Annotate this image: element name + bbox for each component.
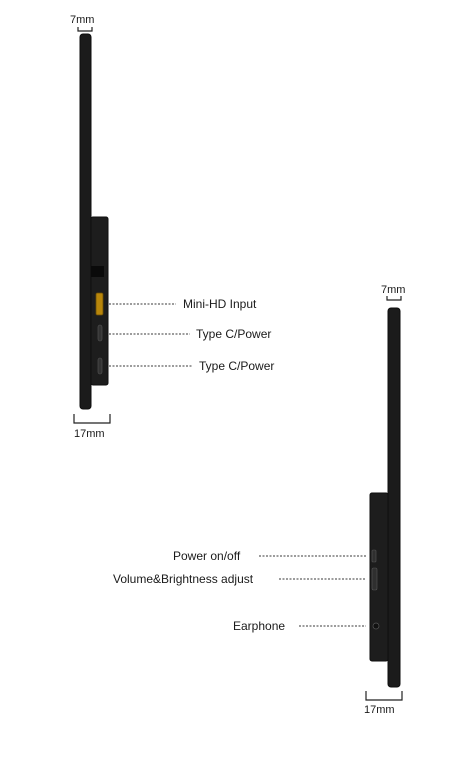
type-c-port-icon-1 — [97, 324, 103, 342]
top-width-bracket-left — [77, 27, 93, 32]
device-left-view: 7mm Mini-HD Input Type C/Power Type C/Po… — [70, 14, 274, 440]
mini-hd-port-icon — [95, 292, 104, 316]
bottom-width-bracket-left — [73, 414, 111, 424]
device-right-view: 7mm Power on/off Volume&Brightness adjus… — [113, 284, 405, 716]
type-c-port-icon-2 — [97, 357, 103, 375]
label-earphone: Earphone — [233, 619, 285, 633]
bottom-width-label-left: 17mm — [74, 428, 105, 440]
rear-housing-right — [369, 492, 389, 662]
bottom-width-label-right: 17mm — [364, 704, 395, 716]
top-width-bracket-right — [386, 296, 402, 301]
bottom-width-bracket-right — [365, 691, 403, 701]
top-width-label-right: 7mm — [381, 284, 405, 296]
earphone-jack-icon — [372, 622, 380, 630]
screen-body-right — [387, 307, 401, 688]
top-width-label-left: 7mm — [70, 14, 94, 26]
volume-brightness-rocker-icon — [371, 567, 378, 591]
screen-body-left — [79, 33, 92, 410]
label-power-on-off: Power on/off — [173, 549, 241, 563]
label-volume-brightness-adjust: Volume&Brightness adjust — [113, 572, 254, 586]
label-type-c-power-1: Type C/Power — [196, 327, 271, 341]
label-mini-hd-input: Mini-HD Input — [183, 297, 257, 311]
kickstand-notch — [91, 266, 104, 277]
power-button-icon — [371, 549, 377, 563]
label-type-c-power-2: Type C/Power — [199, 359, 274, 373]
